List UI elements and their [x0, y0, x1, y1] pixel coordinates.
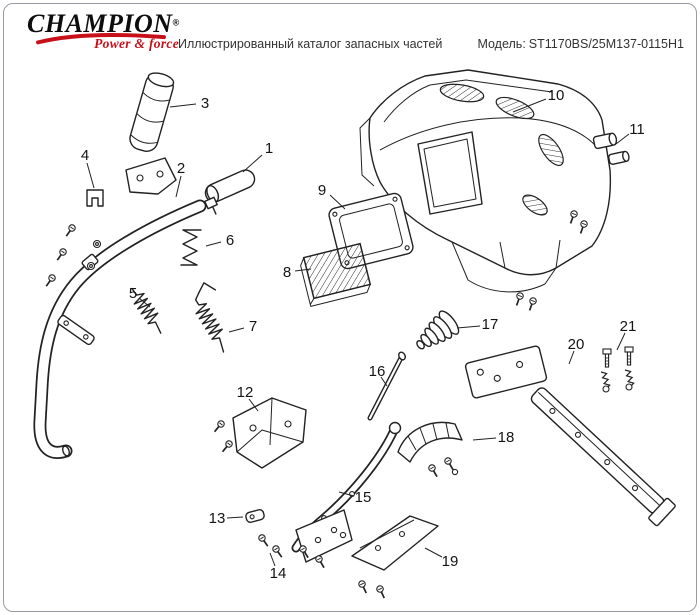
- catalog-title: Иллюстрированный каталог запасных частей: [178, 37, 443, 51]
- part-20-frame: [464, 345, 676, 527]
- brand-tagline: Power & force: [94, 36, 179, 51]
- registered-mark-icon: ®: [172, 17, 180, 28]
- part-4-clamp: [86, 189, 104, 207]
- callout-19: 19: [442, 553, 459, 570]
- callout-13: 13: [209, 510, 226, 527]
- callout-8: 8: [283, 264, 291, 281]
- part-12-bracket: [232, 397, 307, 469]
- part-6-spring: [180, 229, 202, 266]
- model-value: ST1170BS/25M137-0115H1: [528, 37, 684, 51]
- part-3-chute: [125, 72, 177, 195]
- hardware-fasteners: [42, 209, 589, 601]
- callout-17: 17: [482, 316, 499, 333]
- part-21-bolts: [600, 346, 636, 393]
- part-17-knob: [416, 310, 460, 350]
- champion-logo: CHAMPION® Power & force: [27, 9, 179, 52]
- part-10-housing: [359, 69, 612, 293]
- part-7-spring: [194, 282, 225, 353]
- part-16-rod: [367, 351, 406, 421]
- part-8-panel: [300, 242, 372, 307]
- document-title: Иллюстрированный каталог запасных частей…: [178, 37, 684, 51]
- part-19-plate: [351, 515, 439, 571]
- callout-4: 4: [81, 147, 89, 164]
- callout-11: 11: [629, 121, 645, 138]
- part-11-fittings: [592, 132, 630, 165]
- callout-5: 5: [129, 285, 137, 302]
- leader-lines: [86, 98, 630, 567]
- callout-18: 18: [498, 429, 515, 446]
- part-15-lever: [291, 421, 402, 563]
- callout-16: 16: [369, 363, 386, 380]
- model-info: Модель:ST1170BS/25M137-0115H1: [474, 37, 684, 51]
- part-5-spring: [131, 287, 162, 334]
- callout-14: 14: [270, 565, 287, 582]
- callout-10: 10: [548, 87, 565, 104]
- callout-9: 9: [318, 182, 326, 199]
- callout-labels: 1 2 3 4 5 6 7 8 9 10 11 12 13 14 15 16 1…: [81, 87, 645, 582]
- part-18-guard: [397, 421, 463, 463]
- callout-1: 1: [265, 140, 273, 157]
- part-1-grip: [204, 169, 256, 215]
- callout-21: 21: [620, 318, 637, 335]
- callout-20: 20: [568, 336, 585, 353]
- callout-12: 12: [237, 384, 254, 401]
- logo-swoosh-icon: [36, 33, 166, 45]
- part-2-handle-tube: [33, 199, 207, 459]
- callout-2: 2: [177, 160, 185, 177]
- callout-3: 3: [201, 95, 209, 112]
- part-13-latch: [245, 509, 265, 523]
- callout-6: 6: [226, 232, 234, 249]
- model-label: Модель:: [477, 37, 526, 51]
- callout-15: 15: [355, 489, 372, 506]
- callout-7: 7: [249, 318, 257, 335]
